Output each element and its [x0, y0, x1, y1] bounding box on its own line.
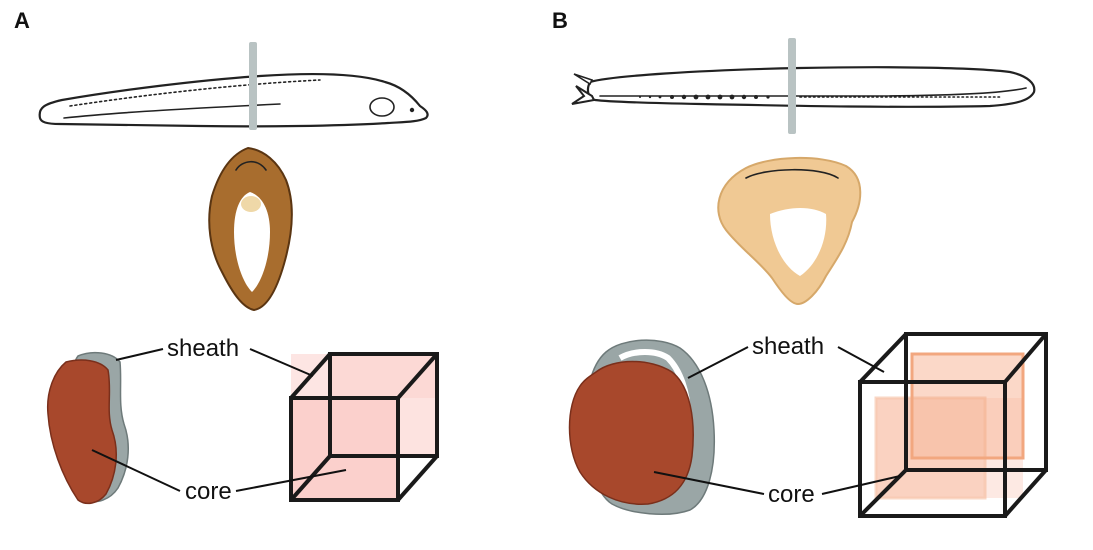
sheath-leader-a-left: [115, 348, 164, 361]
fish-a-outline: [38, 72, 429, 128]
panel-a: A: [14, 8, 439, 505]
section-plane-b: [788, 38, 796, 134]
panel-letter-b: B: [552, 8, 568, 33]
core-label-b: core: [768, 481, 815, 508]
core-label-a: core: [185, 478, 232, 505]
sheath-leader-a-right: [249, 348, 314, 377]
core-leader-a-left: [91, 449, 181, 492]
sheath-leader-b-left: [687, 346, 749, 379]
sheath-label-a: sheath: [167, 335, 239, 362]
panel-b: B: [552, 8, 1048, 518]
fish-b-lateral-dots: [639, 94, 770, 100]
sheath-core-model-b: [568, 339, 716, 515]
core-leader-b-left: [653, 471, 765, 495]
sheath-core-model-a: [46, 351, 129, 505]
sheath-label-b: sheath: [752, 333, 824, 360]
core-leader-b-right: [821, 475, 901, 495]
fish-b-outline: [571, 66, 1036, 108]
cross-section-b: [717, 156, 862, 306]
section-plane-a: [249, 42, 257, 130]
core-leader-a-right: [235, 469, 347, 492]
cube-b: [858, 332, 1048, 518]
sheath-leader-b-right: [837, 346, 885, 373]
panel-letter-a: A: [14, 8, 30, 33]
cross-section-a: [208, 146, 293, 312]
